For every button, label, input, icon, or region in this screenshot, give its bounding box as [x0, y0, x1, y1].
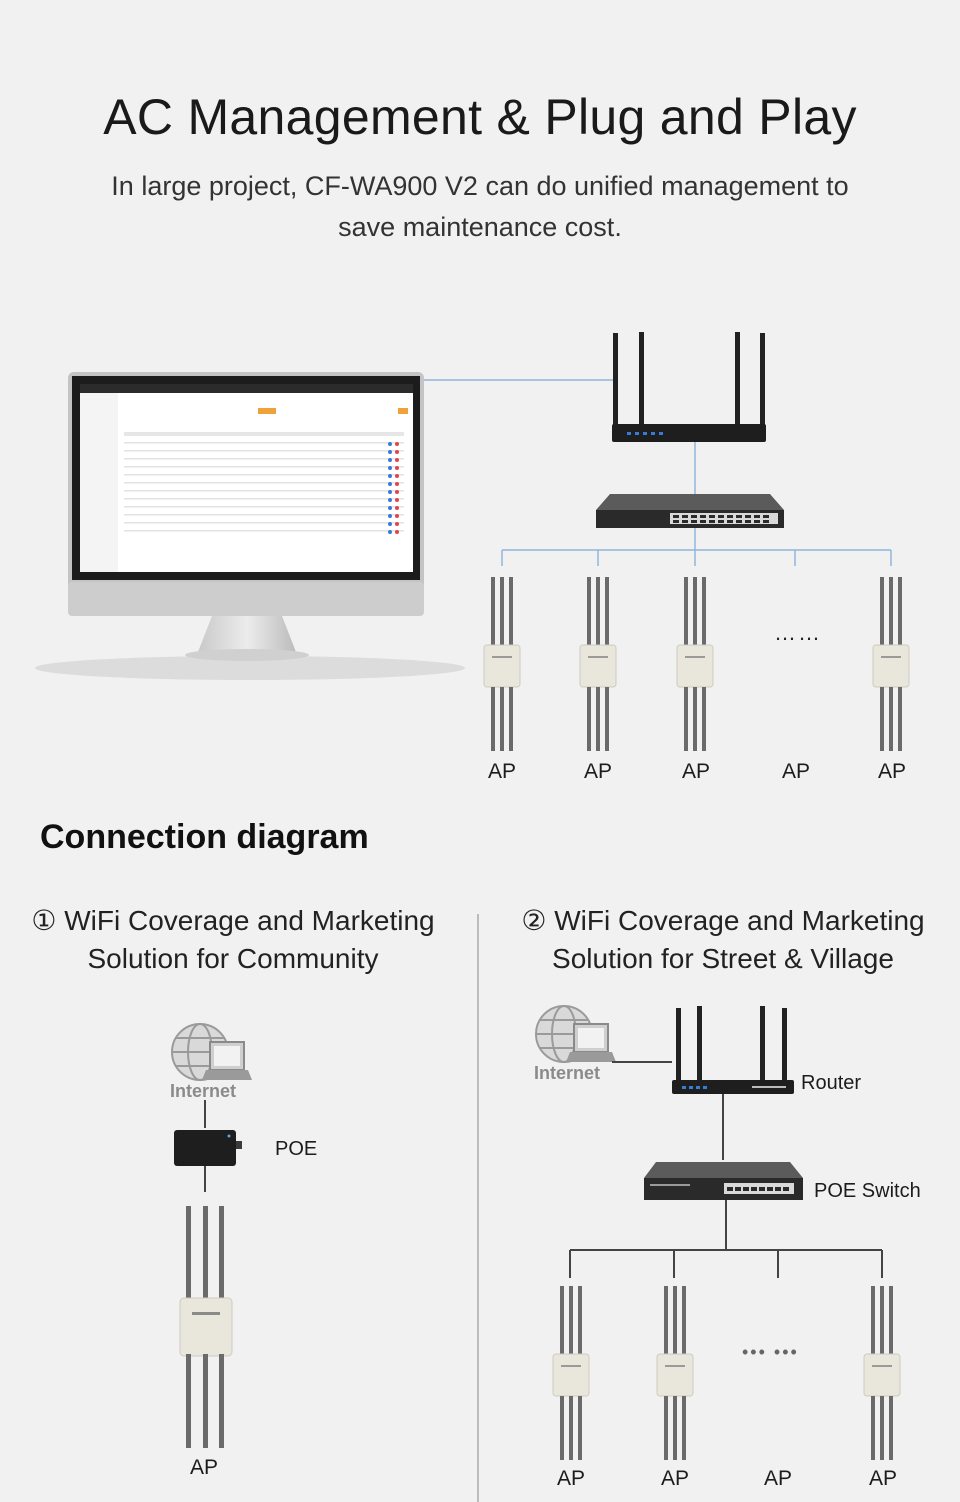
right-internet-label: Internet — [534, 1063, 601, 1083]
right-tree-lines — [569, 1200, 883, 1278]
top-router-illustration — [612, 332, 766, 442]
right-ap-label-2: AP — [660, 1467, 689, 1490]
left-solution-title-line-2: Solution for Community — [87, 943, 379, 974]
top-ap-3 — [676, 576, 714, 752]
top-ap-label-3: AP — [681, 760, 710, 783]
poe-label: POE — [275, 1138, 318, 1160]
top-ap-label-5: AP — [877, 760, 906, 783]
subtitle-line-1: In large project, CF-WA900 V2 can do uni… — [111, 171, 849, 201]
right-solution-title: ② WiFi Coverage and Marketing Solution f… — [490, 902, 956, 978]
right-ap-label-3: AP — [763, 1467, 792, 1490]
poe-switch-label: POE Switch — [814, 1180, 921, 1202]
router-label: Router — [801, 1072, 862, 1094]
right-poe-switch-illustration — [644, 1162, 803, 1200]
left-ap-illustration — [179, 1206, 233, 1448]
page-title: AC Management & Plug and Play — [103, 89, 857, 145]
left-solution-title: ① WiFi Coverage and Marketing Solution f… — [0, 902, 466, 978]
top-ap-label-1: AP — [487, 760, 516, 783]
connection-diagram-title: Connection diagram — [40, 818, 369, 856]
top-ap-ellipsis: …… — [774, 620, 822, 645]
subtitle-line-2: save maintenance cost. — [338, 212, 622, 242]
top-ap-2 — [579, 576, 617, 752]
right-ap-label-4: AP — [868, 1467, 897, 1490]
top-switch-illustration — [596, 494, 784, 528]
left-solution-title-line-1: ① WiFi Coverage and Marketing — [31, 905, 435, 936]
top-tree-lines — [501, 528, 892, 566]
left-ap-label: AP — [189, 1456, 218, 1479]
right-router-illustration — [672, 1006, 794, 1094]
right-solution-title-line-1: ② WiFi Coverage and Marketing — [521, 905, 925, 936]
left-internet-label: Internet — [170, 1081, 237, 1101]
right-ap-label-1: AP — [556, 1467, 585, 1490]
monitor-illustration — [35, 372, 465, 680]
right-solution-title-line-2: Solution for Street & Village — [552, 943, 894, 974]
poe-injector-illustration — [174, 1130, 242, 1166]
right-ap-4 — [863, 1285, 901, 1461]
page-subtitle: In large project, CF-WA900 V2 can do uni… — [60, 166, 900, 248]
top-ap-1 — [483, 576, 521, 752]
top-ap-label-4: AP — [781, 760, 810, 783]
right-ap-2 — [656, 1285, 694, 1461]
left-internet-icon — [171, 1023, 252, 1081]
right-ap-ellipsis: ••• ••• — [742, 1342, 799, 1362]
right-ap-1 — [552, 1285, 590, 1461]
top-ap-5 — [872, 576, 910, 752]
top-ap-label-2: AP — [583, 760, 612, 783]
right-internet-icon — [535, 1005, 616, 1063]
